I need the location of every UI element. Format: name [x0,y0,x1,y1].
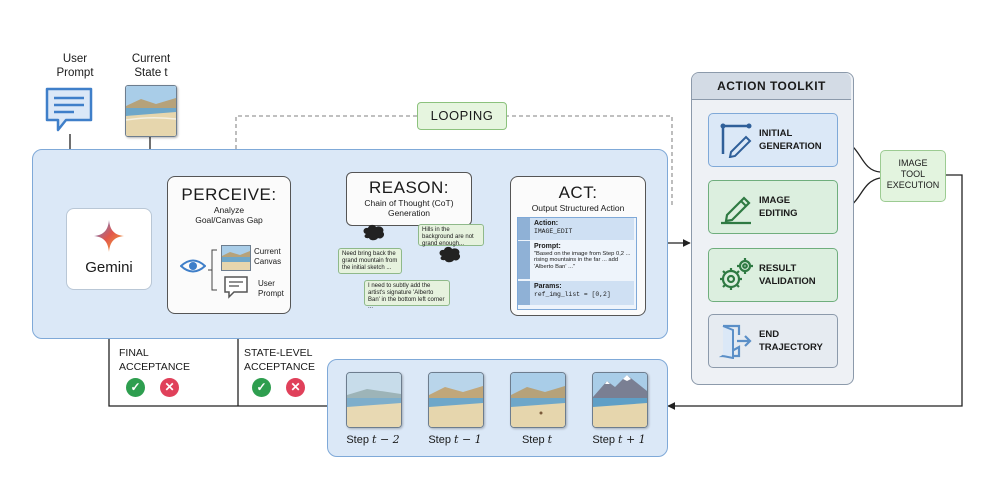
step-word: Step [521,434,545,446]
tool-initial-generation: INITIAL GENERATION [708,113,838,167]
tool-end-trajectory: END TRAJECTORY [708,314,838,368]
tool-initial-generation-label: INITIAL GENERATION [759,128,822,152]
tool-image-editing-label: IMAGE EDITING [759,195,798,219]
reason-title: REASON: [368,178,450,197]
act-title: ACT: [558,183,598,202]
step-word: Step [428,434,451,446]
reason-title-card: REASON: Chain of Thought (CoT) Generatio… [346,172,472,226]
step-thumbnail-t-minus-2 [346,372,402,428]
brain-icon-2 [439,246,461,263]
step-label-t-plus-1: Step t + 1 [579,433,659,446]
step-word: Step [592,434,615,446]
pen-frame-icon [720,123,752,158]
image-tool-execution-label: IMAGE TOOL EXECUTION [886,158,940,190]
step-math: t − 1 [454,433,482,446]
step-label-t: Step t [497,433,577,446]
act-action-label: Action: [534,220,559,227]
perceive-title: PERCEIVE: [181,185,277,204]
step-thumbnail-t-minus-1 [428,372,484,428]
act-action-value: IMAGE_EDIT [534,227,573,235]
tool-result-validation-label: RESULT VALIDATION [759,263,816,287]
gears-icon [720,258,753,290]
pencil-line-icon [721,196,751,225]
state-level-acceptance-label: STATE-LEVEL ACCEPTANCE [244,347,315,373]
thought-bubble-3: I need to subtly add the artist's signat… [364,280,450,310]
gemini-label: Gemini [85,259,133,276]
act-subtitle: Output Structured Action [531,203,625,213]
step-word: Step [346,434,369,446]
perceive-card: PERCEIVE: Analyze Goal/Canvas Gap Curren… [167,176,291,314]
eye-icon [180,259,206,273]
image-tool-execution-box: IMAGE TOOL EXECUTION [880,150,946,202]
current-state-label: Current State t [131,53,171,79]
act-row-stripe [518,281,530,305]
step-label-t-minus-2: Step t − 2 [333,433,413,446]
state-accept-check-icon: ✓ [252,378,271,397]
tool-end-trajectory-label: END TRAJECTORY [759,329,823,353]
act-params-value: ref_img_list = [0,2] [534,290,611,298]
thought-bubble-1: Hills in the background are not grand en… [418,224,484,247]
perceive-canvas-thumbnail [221,245,251,271]
perceive-item-canvas: Current Canvas [254,247,282,266]
perceive-item-prompt: User Prompt [258,279,284,298]
action-toolkit-title: ACTION TOOLKIT [717,79,826,93]
step-thumbnail-t [510,372,566,428]
gemini-model-box: Gemini [66,208,152,290]
final-acceptance-label: FINAL ACCEPTANCE [119,347,190,373]
looping-label-box: LOOPING [417,102,507,130]
looping-label: LOOPING [430,108,494,123]
act-row-params: Params: ref_img_list = [0,2] [518,281,634,305]
perceive-bracket [208,249,217,291]
step-math: t + 1 [618,433,646,446]
state-reject-x-icon: ✕ [286,378,305,397]
act-row-stripe [518,218,530,240]
exit-door-icon [719,324,752,359]
execution-to-steps-arrow [667,174,963,410]
tool-image-editing: IMAGE EDITING [708,180,838,234]
current-state-thumbnail [125,85,177,137]
perceive-subtitle: Analyze Goal/Canvas Gap [195,205,263,225]
act-prompt-value: "Based on the image from Step 0,2 ... ri… [534,250,631,271]
thought-bubble-2: Need bring back the grand mountain from … [338,248,402,274]
final-reject-x-icon: ✕ [160,378,179,397]
perceive-prompt-icon [224,276,248,299]
act-row-action: Action: IMAGE_EDIT [518,218,634,240]
step-thumbnail-t-plus-1 [592,372,648,428]
reason-subtitle: Chain of Thought (CoT) Generation [364,198,454,218]
action-toolkit-header: ACTION TOOLKIT [692,73,851,100]
brain-icon-1 [363,224,385,241]
act-row-prompt: Prompt: "Based on the image from Step 0,… [518,241,634,279]
final-accept-check-icon: ✓ [126,378,145,397]
act-params-label: Params: [534,283,562,290]
user-prompt-label: User Prompt [56,53,94,79]
act-prompt-label: Prompt: [534,243,561,250]
step-label-t-minus-1: Step t − 1 [415,433,495,446]
act-row-stripe [518,241,530,279]
step-math: t − 2 [372,433,400,446]
user-prompt-icon [44,86,94,139]
tool-result-validation: RESULT VALIDATION [708,248,838,302]
gemini-sparkle-icon [94,220,124,252]
step-math: t [547,433,553,446]
